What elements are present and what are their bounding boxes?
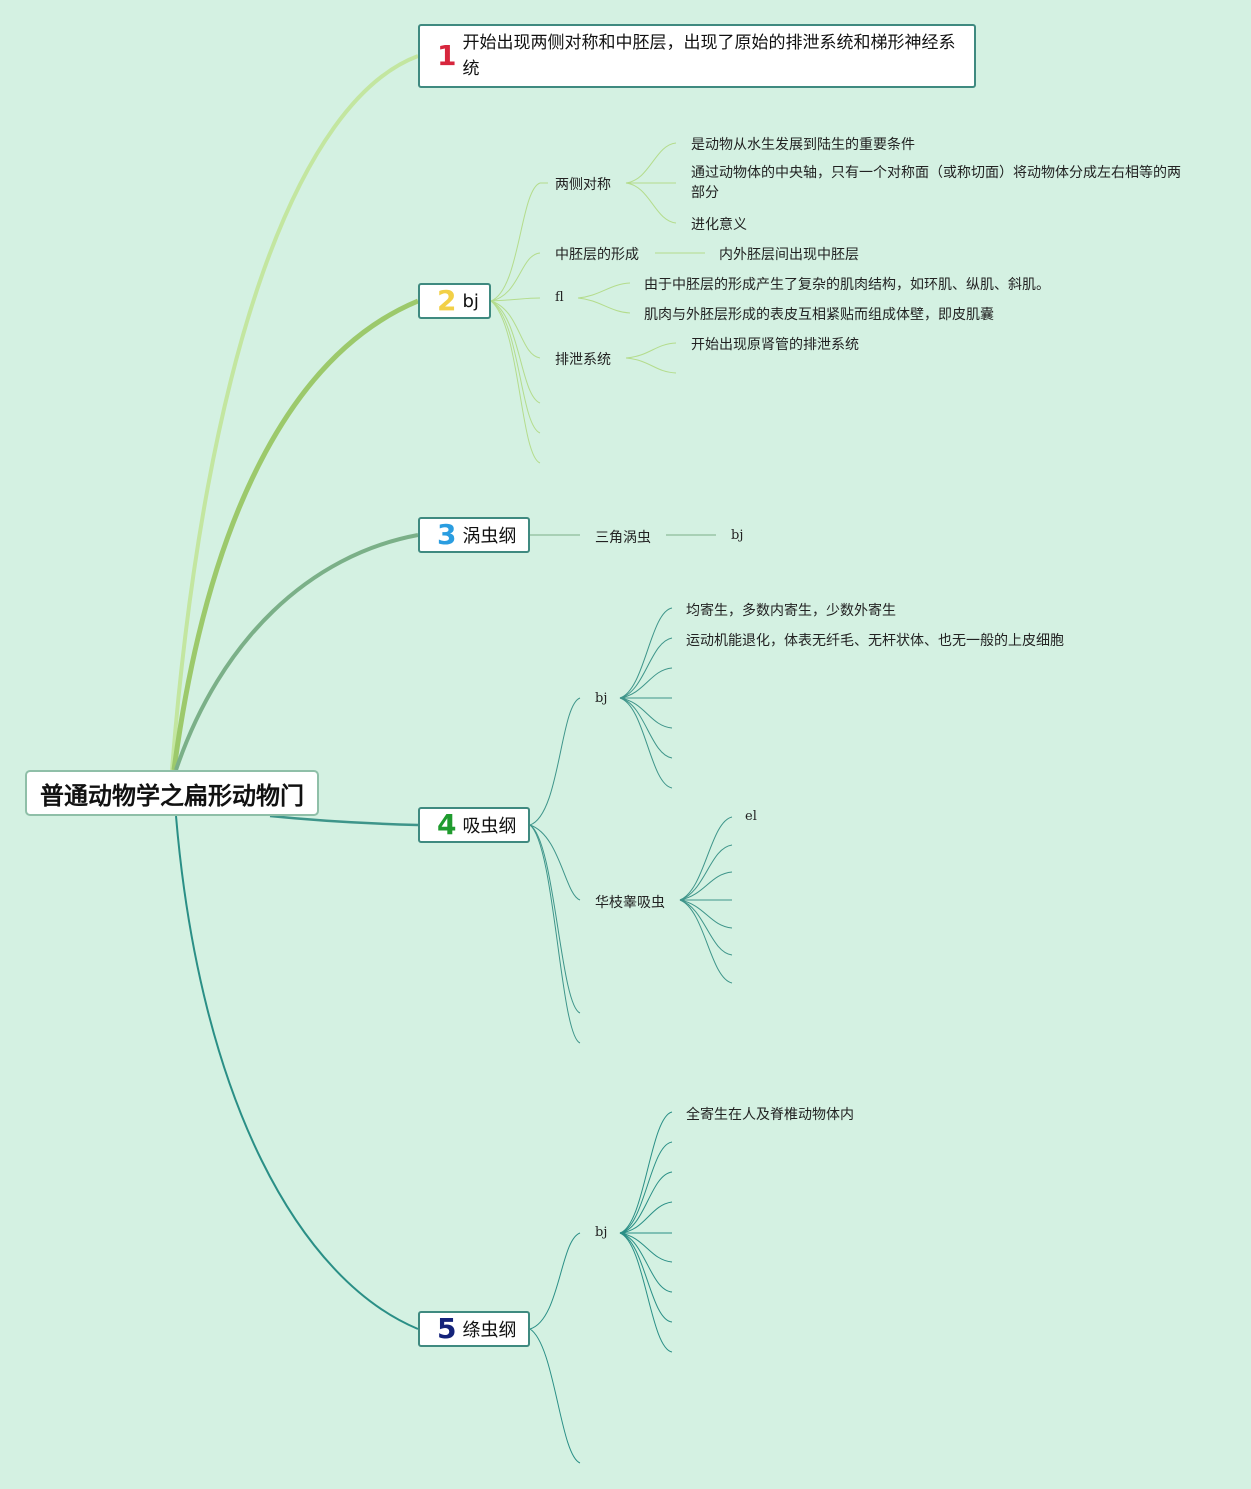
topic-number-3: 3 bbox=[437, 518, 457, 551]
trematoda-bj-note-2[interactable]: 运动机能退化，体表无纤毛、无杆状体、也无一般的上皮细胞 bbox=[686, 633, 1064, 649]
root-topic[interactable]: 普通动物学之扁形动物门 bbox=[25, 770, 319, 816]
mesoderm-note-1[interactable]: 内外胚层间出现中胚层 bbox=[719, 247, 859, 263]
planaria-bj[interactable]: bj bbox=[731, 528, 744, 543]
subtopic-fl[interactable]: fl bbox=[555, 290, 564, 305]
topic-2[interactable]: 2 bj bbox=[418, 283, 491, 319]
topic-label-1: 开始出现两侧对称和中胚层，出现了原始的排泄系统和梯形神经系统 bbox=[462, 33, 956, 79]
topic-label-2: bj bbox=[462, 290, 479, 312]
link-root-topic4 bbox=[269, 814, 419, 827]
subtopic-planaria[interactable]: 三角涡虫 bbox=[595, 530, 651, 546]
topic-3[interactable]: 3 涡虫纲 bbox=[418, 517, 530, 553]
link-root-topic5 bbox=[175, 815, 419, 1330]
subtopic-symmetry[interactable]: 两侧对称 bbox=[555, 177, 611, 193]
symmetry-note-1[interactable]: 是动物从水生发展到陆生的重要条件 bbox=[691, 137, 915, 153]
link-root-topic2 bbox=[171, 298, 419, 771]
topic-label-5: 绦虫纲 bbox=[462, 1320, 517, 1341]
fl-note-2[interactable]: 肌肉与外胚层形成的表皮互相紧贴而组成体壁，即皮肌囊 bbox=[644, 307, 994, 323]
topic-label-4: 吸虫纲 bbox=[462, 816, 517, 837]
subtopic-excretory[interactable]: 排泄系统 bbox=[555, 352, 611, 368]
topic-number-4: 4 bbox=[437, 808, 457, 841]
cestoda-bj-note-1[interactable]: 全寄生在人及脊椎动物体内 bbox=[686, 1107, 854, 1123]
topic-5[interactable]: 5 绦虫纲 bbox=[418, 1311, 530, 1347]
subtopic-cestoda-bj[interactable]: bj bbox=[595, 1225, 608, 1240]
symmetry-note-3[interactable]: 进化意义 bbox=[691, 217, 747, 233]
subtopic-clonorchis[interactable]: 华枝睾吸虫 bbox=[595, 895, 665, 911]
topic-number-5: 5 bbox=[437, 1312, 457, 1345]
fl-note-1[interactable]: 由于中胚层的形成产生了复杂的肌肉结构，如环肌、纵肌、斜肌。 bbox=[644, 277, 1050, 293]
topic-1[interactable]: 1 开始出现两侧对称和中胚层，出现了原始的排泄系统和梯形神经系统 bbox=[418, 24, 976, 88]
subtopic-mesoderm[interactable]: 中胚层的形成 bbox=[555, 247, 639, 263]
topic-label-3: 涡虫纲 bbox=[462, 526, 517, 547]
trematoda-bj-note-1[interactable]: 均寄生，多数内寄生，少数外寄生 bbox=[686, 603, 896, 619]
subtopic-trematoda-bj[interactable]: bj bbox=[595, 691, 608, 706]
excretory-note-1[interactable]: 开始出现原肾管的排泄系统 bbox=[691, 337, 859, 353]
symmetry-note-2[interactable]: 通过动物体的中央轴，只有一个对称面（或称切面）将动物体分成左右相等的两部分 bbox=[691, 165, 1181, 201]
topic-number-1: 1 bbox=[437, 39, 457, 72]
topic-number-2: 2 bbox=[437, 284, 457, 317]
topic-4[interactable]: 4 吸虫纲 bbox=[418, 807, 530, 843]
link-root-topic3 bbox=[174, 533, 419, 771]
clonorchis-el[interactable]: el bbox=[745, 809, 757, 824]
link-root-topic1 bbox=[170, 54, 419, 771]
